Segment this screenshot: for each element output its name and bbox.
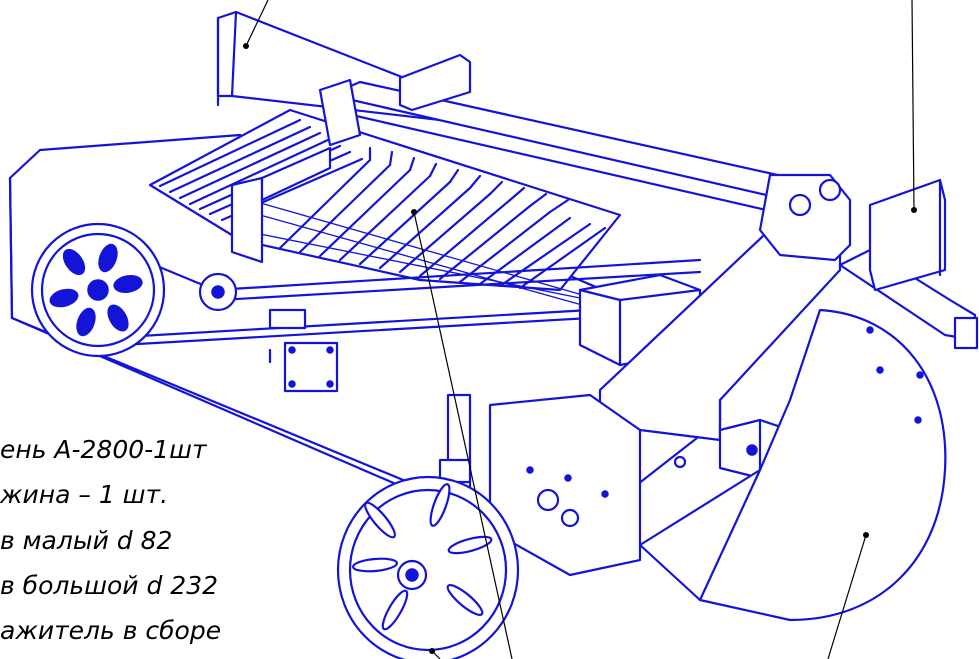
gearbox-plate xyxy=(268,341,339,393)
parts-list-item-1: ень А-2800-1шт xyxy=(0,435,208,464)
parts-list-item-3: в малый d 82 xyxy=(0,526,172,555)
right-cross-bar xyxy=(838,178,979,350)
digger-share xyxy=(638,308,947,622)
parts-list-item-4: в большой d 232 xyxy=(0,571,218,600)
parts-list-item-2: жина – 1 шт. xyxy=(0,480,168,509)
parts-list-item-5: ажитель в сборе xyxy=(0,616,221,645)
parts-list: ень А-2800-1шт жина – 1 шт. в малый d 82… xyxy=(0,435,221,645)
wheel-stand xyxy=(438,393,472,497)
left-pulley xyxy=(30,222,166,358)
hitch-a-frame xyxy=(598,173,852,442)
leader-lines xyxy=(243,0,917,659)
idler-roller xyxy=(198,272,307,330)
inner-frame-box xyxy=(230,78,362,264)
large-wheel xyxy=(336,475,520,659)
